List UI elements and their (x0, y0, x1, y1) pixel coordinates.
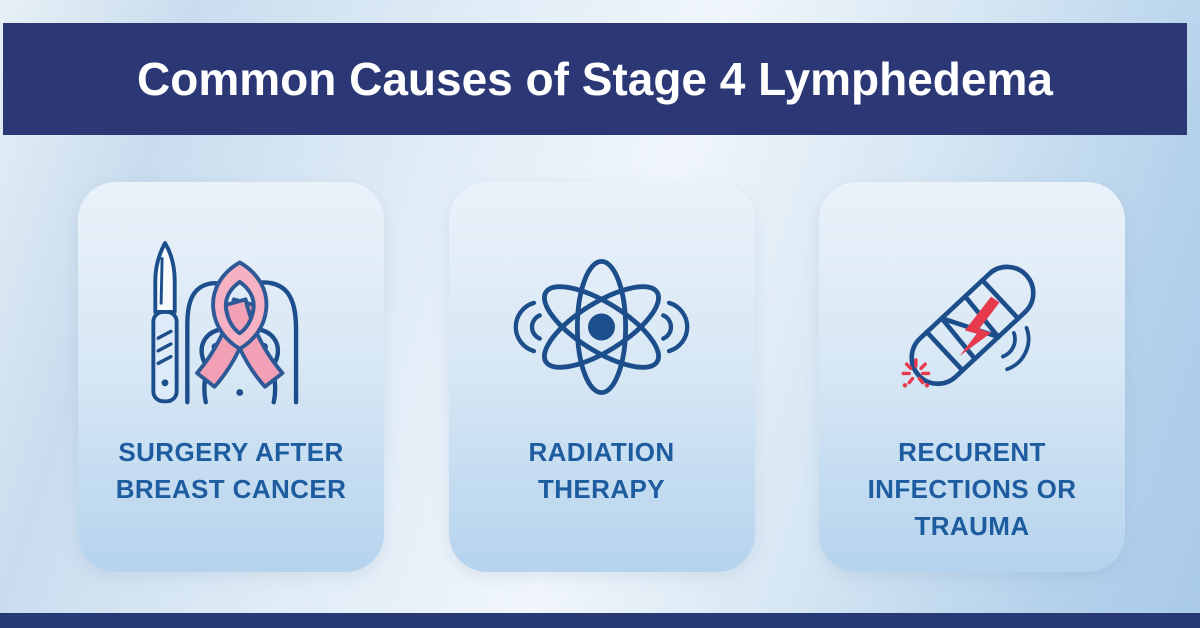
cards-row: SURGERY AFTER BREAST CANCER (78, 182, 1125, 572)
card-recurrent-infections-or-trauma: RECURENT INFECTIONS OR TRAUMA (819, 182, 1125, 572)
bandage-injury-svg (901, 264, 1036, 388)
card-radiation-therapy: RADIATION THERAPY (448, 182, 755, 572)
footer-bar (0, 613, 1200, 628)
bandage-injury-icon (888, 232, 1057, 422)
card-surgery-after-breast-cancer: SURGERY AFTER BREAST CANCER (78, 182, 384, 572)
atom-radiation-svg (513, 258, 690, 396)
scalpel-ribbon-torso-svg (150, 241, 298, 405)
card-label-infections-trauma: RECURENT INFECTIONS OR TRAUMA (867, 437, 1077, 541)
page-title: Common Causes of Stage 4 Lymphedema (137, 53, 1053, 105)
scalpel-ribbon-torso-icon (132, 232, 331, 422)
atom-radiation-icon (505, 232, 698, 422)
header-banner: Common Causes of Stage 4 Lymphedema (3, 23, 1187, 135)
card-label-surgery: SURGERY AFTER BREAST CANCER (115, 437, 347, 504)
card-label-radiation: RADIATION THERAPY (528, 437, 675, 504)
